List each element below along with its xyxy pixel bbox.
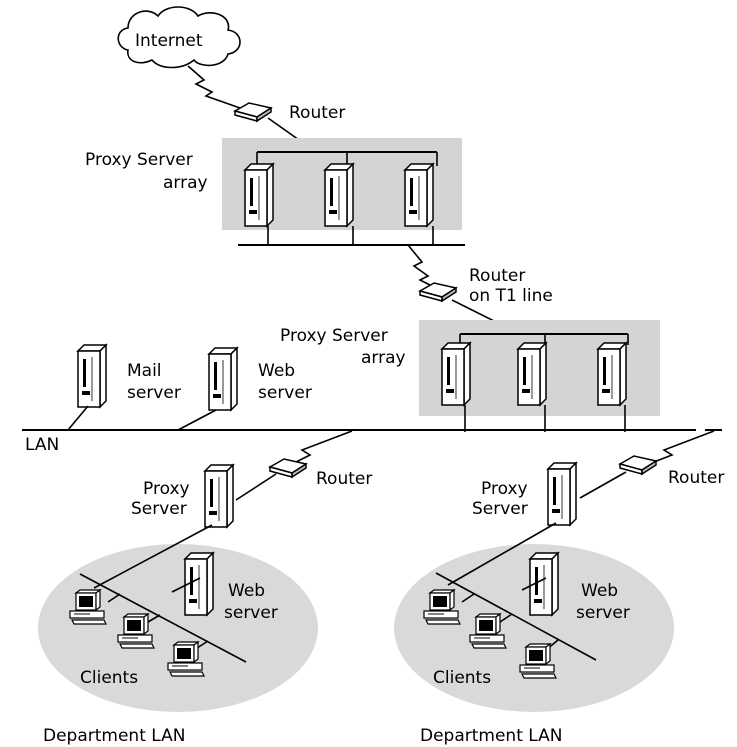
left-department-lan-label: Department LAN bbox=[43, 726, 185, 746]
left-proxy-label-1: Proxy bbox=[143, 479, 190, 499]
left-proxy-server-icon bbox=[205, 465, 233, 527]
right-router-icon bbox=[620, 456, 656, 474]
internet-label: Internet bbox=[135, 31, 203, 51]
mail-server-label-1: Mail bbox=[127, 361, 162, 381]
proxy-server-top-1-icon bbox=[245, 164, 273, 226]
right-proxy-server-icon bbox=[548, 463, 576, 525]
right-lan-router-link bbox=[654, 431, 714, 462]
proxy-server-top-3-icon bbox=[405, 164, 433, 226]
web-server-lan-icon bbox=[209, 348, 237, 410]
router-t1-icon bbox=[420, 283, 456, 301]
right-dept-web-label-1: Web bbox=[581, 581, 618, 601]
router-t1-label-2: on T1 line bbox=[469, 286, 553, 306]
web-server-lan-label-2: server bbox=[258, 383, 312, 403]
mail-server-icon bbox=[78, 345, 106, 407]
router-top-label: Router bbox=[289, 103, 345, 123]
t1-link-upper bbox=[408, 245, 436, 288]
router-t1-label-1: Router bbox=[469, 266, 525, 286]
router-top-icon bbox=[235, 103, 271, 121]
right-proxy-label-1: Proxy bbox=[481, 479, 528, 499]
lan-label: LAN bbox=[25, 435, 59, 455]
proxy-array-top-label-1: Proxy Server bbox=[85, 150, 193, 170]
left-proxy-label-2: Server bbox=[131, 499, 187, 519]
left-router-label: Router bbox=[316, 469, 372, 489]
proxy-server-mid-3-icon bbox=[598, 343, 626, 405]
right-proxy-label-2: Server bbox=[472, 499, 528, 519]
right-dept-web-label-2: server bbox=[576, 603, 630, 623]
web-server-lan-label-1: Web bbox=[258, 361, 295, 381]
internet-router-link bbox=[188, 66, 240, 108]
right-clients-label: Clients bbox=[433, 668, 491, 688]
left-dept-web-label-1: Web bbox=[228, 581, 265, 601]
proxy-array-mid-label-2: array bbox=[361, 348, 406, 368]
left-clients-label: Clients bbox=[80, 668, 138, 688]
right-router-label: Router bbox=[668, 468, 724, 488]
left-dept-web-label-2: server bbox=[224, 603, 278, 623]
left-lan-router-link bbox=[294, 431, 352, 463]
proxy-array-top-label-2: array bbox=[163, 173, 208, 193]
proxy-server-mid-2-icon bbox=[518, 343, 546, 405]
right-department-lan-label: Department LAN bbox=[420, 726, 562, 746]
proxy-server-mid-1-icon bbox=[442, 343, 470, 405]
proxy-server-top-2-icon bbox=[325, 164, 353, 226]
mail-server-label-2: server bbox=[127, 383, 181, 403]
proxy-array-mid-label-1: Proxy Server bbox=[280, 326, 388, 346]
